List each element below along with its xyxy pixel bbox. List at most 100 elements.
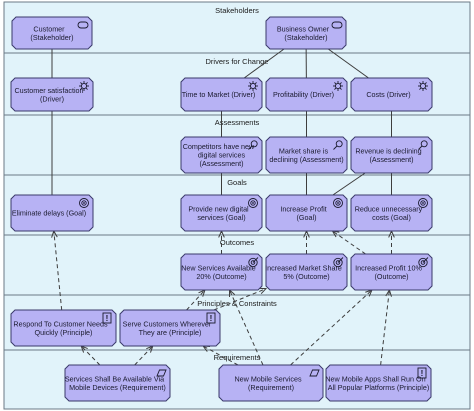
element-new-mobile-services[interactable]: New Mobile Services(Requirement): [218, 364, 324, 402]
element-box: [325, 364, 432, 402]
element-increase-profit[interactable]: Increase Profit(Goal): [265, 194, 348, 232]
element-box: [350, 253, 433, 291]
relation-serve-customers-to-new-services-available[interactable]: [186, 289, 206, 311]
element-customer[interactable]: Customer(Stakeholder): [11, 16, 93, 50]
driver-icon: [418, 81, 428, 91]
element-box: [265, 16, 347, 50]
element-box: [265, 136, 348, 174]
element-eliminate-delays[interactable]: Eliminate delays (Goal): [10, 194, 94, 232]
element-box: [64, 364, 171, 402]
element-box: [119, 309, 221, 347]
lane-title-outcomes: Outcomes: [220, 238, 254, 247]
element-label-line: 5% (Outcome): [283, 272, 329, 281]
element-label-line: (Stakeholder): [30, 33, 73, 42]
element-label-line: Competitors have new: [183, 142, 255, 151]
requirement-icon: [309, 369, 320, 377]
element-box: [265, 253, 348, 291]
element-increased-profit[interactable]: Increased Profit 10%(Outcome): [350, 253, 433, 291]
lane-title-assessments: Assessments: [215, 118, 260, 127]
driver-icon: [79, 81, 89, 91]
element-box: [265, 194, 348, 232]
stakeholder-icon: [77, 21, 89, 29]
element-box: [10, 309, 117, 347]
relation-mobile-apps-platforms-to-increased-profit[interactable]: [380, 289, 390, 366]
element-box: [350, 136, 433, 174]
element-label-line: Quickly (Principle): [35, 328, 93, 337]
relation-services-via-mobile-to-serve-customers[interactable]: [134, 345, 154, 366]
assessment-icon: [248, 140, 258, 150]
lane-title-requirements: Requirements: [214, 353, 261, 362]
relation-services-via-mobile-to-respond-to-customer[interactable]: [80, 345, 101, 366]
element-label-line: (Outcome): [375, 272, 409, 281]
element-box: [180, 77, 263, 112]
outcome-icon: [418, 257, 429, 268]
element-label-line: services (Goal): [197, 213, 245, 222]
element-box: [10, 77, 94, 112]
stakeholder-icon: [331, 21, 343, 29]
element-label-line: New Mobile Services: [234, 374, 302, 383]
element-time-to-market[interactable]: Time to Market (Driver): [180, 77, 263, 112]
goal-icon: [418, 198, 428, 208]
element-label-line: (Driver): [40, 94, 64, 103]
element-label-line: Revenue is declining: [355, 146, 421, 155]
element-box: [180, 136, 263, 174]
element-label-line: declining (Assessment): [269, 155, 343, 164]
lane-title-principles: Principles & Constraints: [197, 299, 277, 308]
element-box: [350, 194, 433, 232]
element-label-line: Eliminate delays (Goal): [12, 209, 86, 218]
element-label-line: Increased Market Share: [265, 263, 342, 272]
lane-title-drivers: Drivers for Change: [206, 57, 269, 66]
relation-new-mobile-services-to-increased-profit[interactable]: [290, 289, 373, 366]
element-label-line: New Mobile Apps Shall Run On: [325, 374, 425, 383]
svg-text:!: !: [421, 369, 424, 378]
element-label-line: Customer: [33, 24, 65, 33]
requirement-icon: [156, 369, 167, 377]
element-label-line: Mobile Devices (Requirement): [69, 383, 166, 392]
outcome-icon: [248, 257, 259, 268]
assessment-icon: [333, 140, 343, 150]
element-label-line: Profitability (Driver): [273, 90, 334, 99]
svg-text:!: !: [210, 314, 213, 323]
arrowhead-serve-customers-to-increased-market-share: [258, 287, 268, 295]
element-customer-satisfaction[interactable]: Customer satisfaction(Driver): [10, 77, 94, 112]
element-label-line: Increase Profit: [280, 204, 326, 213]
element-box: [11, 16, 93, 50]
element-label-line: Market share is: [279, 146, 329, 155]
element-label-line: Services Shall Be Available Via: [65, 374, 164, 383]
element-profitability[interactable]: Profitability (Driver): [265, 77, 348, 112]
relation-business-owner-to-costs[interactable]: [327, 48, 369, 79]
goal-icon: [79, 198, 89, 208]
relation-revenue-declining-to-increase-profit[interactable]: [332, 172, 366, 196]
element-label-line: New Services Available: [181, 263, 256, 272]
driver-icon: [333, 81, 343, 91]
element-label-line: Costs (Driver): [366, 90, 410, 99]
element-label-line: Customer satisfaction: [14, 86, 83, 95]
goal-icon: [333, 198, 343, 208]
element-box: [218, 364, 324, 402]
relation-serve-customers-to-increased-market-share[interactable]: [213, 288, 267, 311]
relation-respond-to-customer-to-eliminate-delays[interactable]: [53, 230, 63, 311]
element-label-line: 20% (Outcome): [196, 272, 246, 281]
element-box: [265, 77, 348, 112]
element-label-line: (Requirement): [248, 383, 294, 392]
outcome-icon: [333, 257, 344, 268]
element-label-line: Business Owner: [277, 24, 330, 33]
relation-business-owner-to-time-to-market[interactable]: [243, 48, 285, 79]
element-label-line: (Goal): [297, 213, 317, 222]
element-costs[interactable]: Costs (Driver): [350, 77, 433, 112]
element-revenue-declining[interactable]: Revenue is declining(Assessment): [350, 136, 433, 174]
element-business-owner[interactable]: Business Owner(Stakeholder): [265, 16, 347, 50]
svg-text:!: !: [106, 314, 109, 323]
lane-title-goals: Goals: [227, 178, 247, 187]
